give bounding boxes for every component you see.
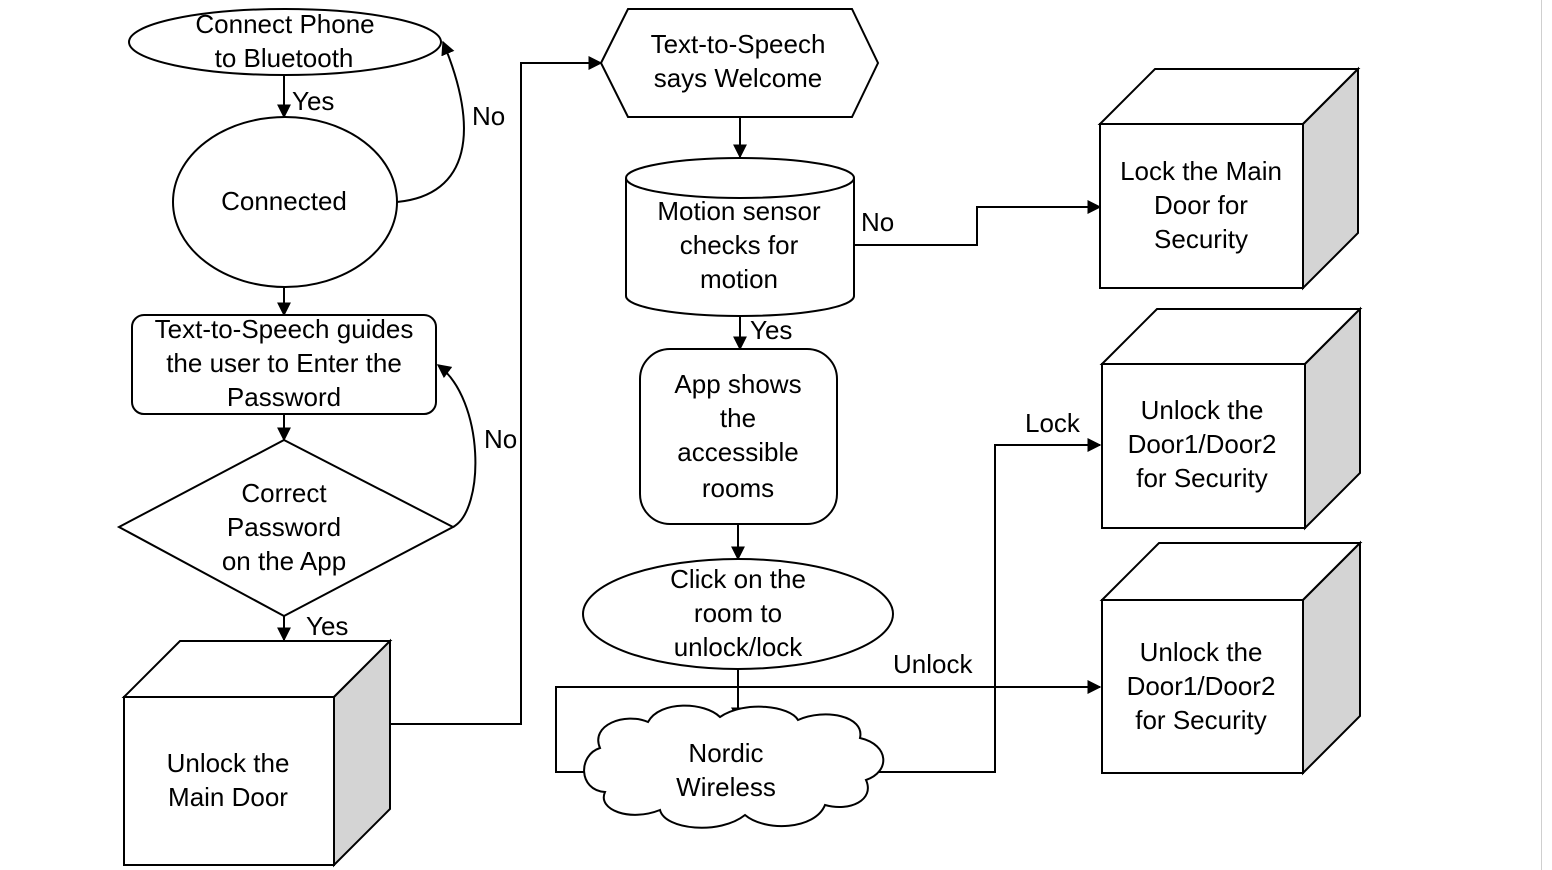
edge-connected-no-loop: [396, 40, 465, 203]
node-text-line: Nordic: [688, 738, 763, 768]
edge-nordic-lock-branch: [855, 438, 1102, 773]
tts-guides-node: [131, 314, 437, 415]
node-text-line: Click on the: [670, 564, 806, 594]
unlock-main-door-node: [121, 638, 393, 868]
edge-label-unlock: Unlock: [893, 649, 973, 679]
edge-label-password-yes: Yes: [306, 611, 348, 641]
edge-label-connect-yes: Yes: [292, 86, 334, 116]
tts-guides-label: Text-to-Speech guides the user to Enter …: [155, 314, 414, 412]
node-text-line: Password: [227, 382, 341, 412]
node-text-line: Wireless: [676, 772, 776, 802]
edge-label-password-no: No: [484, 424, 517, 454]
node-text-line: motion: [700, 264, 778, 294]
node-text-line: for Security: [1136, 463, 1268, 493]
node-text-line: rooms: [702, 473, 774, 503]
node-text-line: Text-to-Speech: [651, 29, 826, 59]
connect-phone-node: [128, 8, 442, 76]
node-text-line: the: [720, 403, 756, 433]
edge-label-connect-no: No: [472, 101, 505, 131]
node-text-line: the user to Enter the: [166, 348, 402, 378]
click-room-node: [582, 558, 894, 670]
node-text-line: checks for: [680, 230, 799, 260]
edge-nordic-unlock-branch: [555, 680, 1102, 773]
edge-label-motion-no: No: [861, 207, 894, 237]
node-text-line: Unlock the: [1140, 637, 1263, 667]
node-text-line: Connect Phone: [195, 9, 374, 39]
node-text-line: Security: [1154, 224, 1248, 254]
node-text-line: Text-to-Speech guides: [155, 314, 414, 344]
unlock-door-unlock-branch-node: [1099, 540, 1363, 776]
node-text-line: accessible: [677, 437, 798, 467]
node-text-line: Lock the Main: [1120, 156, 1282, 186]
nordic-wireless-label: Nordic Wireless: [676, 738, 776, 802]
node-text-line: Door1/Door2: [1128, 429, 1277, 459]
node-text-line: to Bluetooth: [215, 43, 354, 73]
unlock-door-lock-branch-node: [1099, 306, 1363, 531]
motion-sensor-node: [625, 157, 855, 317]
node-text-line: Correct: [241, 478, 327, 508]
tts-welcome-node: [599, 8, 880, 118]
edge-password-no-loop: [436, 364, 477, 528]
connect-phone-label: Connect Phone to Bluetooth: [195, 9, 374, 73]
node-text-line: App shows: [674, 369, 801, 399]
nordic-wireless-node: [583, 704, 885, 829]
edge-motion-no-to-lock-main: [854, 200, 1102, 246]
node-text-line: Connected: [221, 186, 347, 216]
node-text-line: Motion sensor: [657, 196, 821, 226]
node-text-line: room to: [694, 598, 782, 628]
unlock-door-lock-branch-label: Unlock the Door1/Door2 for Security: [1128, 395, 1277, 493]
edge-label-lock: Lock: [1025, 408, 1081, 438]
app-shows-node: [639, 348, 838, 525]
correct-password-node: [116, 438, 456, 618]
node-text-line: Unlock the: [1141, 395, 1264, 425]
lock-main-door-node: [1097, 66, 1361, 291]
connected-label: Connected: [221, 186, 347, 216]
page-edge-divider: [1541, 0, 1542, 870]
motion-sensor-label: Motion sensor checks for motion: [657, 196, 821, 294]
edges: [277, 40, 1102, 773]
node-text-line: on the App: [222, 546, 346, 576]
edge-unlock-main-to-welcome: [390, 56, 603, 725]
node-text-line: Door for: [1154, 190, 1248, 220]
node-text-line: Main Door: [168, 782, 288, 812]
tts-welcome-label: Text-to-Speech says Welcome: [651, 29, 826, 93]
connected-node: [172, 116, 398, 288]
node-text-line: says Welcome: [654, 63, 823, 93]
edge-label-motion-yes: Yes: [750, 315, 792, 345]
node-text-line: for Security: [1135, 705, 1267, 735]
correct-password-label: Correct Password on the App: [222, 478, 346, 576]
node-text-line: unlock/lock: [674, 632, 804, 662]
lock-main-door-label: Lock the Main Door for Security: [1120, 156, 1282, 254]
node-text-line: Unlock the: [167, 748, 290, 778]
node-text-line: Door1/Door2: [1127, 671, 1276, 701]
app-shows-label: App shows the accessible rooms: [674, 369, 801, 503]
unlock-door-unlock-branch-label: Unlock the Door1/Door2 for Security: [1127, 637, 1276, 735]
node-text-line: Password: [227, 512, 341, 542]
unlock-main-door-label: Unlock the Main Door: [167, 748, 290, 812]
click-room-label: Click on the room to unlock/lock: [670, 564, 806, 662]
